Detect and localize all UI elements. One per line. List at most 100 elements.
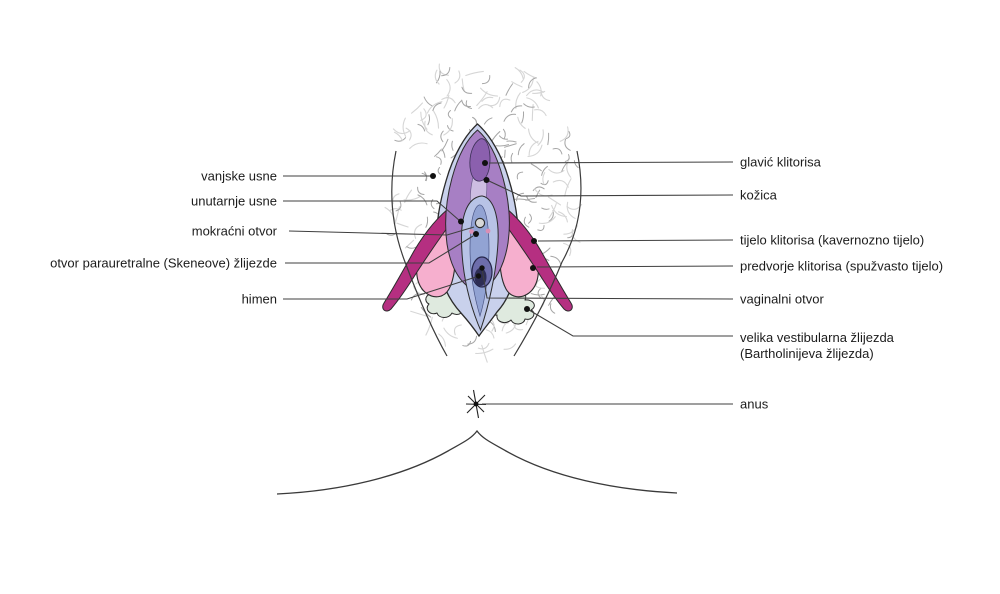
hair-stroke [528, 128, 539, 144]
leader-glavic-klitorisa [488, 161, 734, 164]
hair-stroke [417, 194, 428, 206]
hair-stroke [392, 128, 411, 135]
hair-stroke [434, 149, 442, 157]
hair-stroke [481, 96, 494, 102]
label-velika-vestibularna-line1: velika vestibularna žlijezda [740, 330, 894, 345]
hair-stroke [477, 342, 490, 350]
hair-stroke [393, 131, 403, 142]
hair-stroke [481, 75, 491, 85]
hair-stroke [441, 66, 451, 77]
hair-stroke [417, 186, 425, 196]
hair-stroke [438, 63, 449, 76]
hair-stroke [502, 128, 506, 139]
hair-stroke [528, 213, 532, 224]
hair-stroke [559, 126, 569, 142]
hair-stroke [389, 207, 402, 211]
hair-stroke [395, 201, 402, 212]
hair-stroke [402, 117, 407, 137]
hair-stroke [396, 222, 409, 228]
hair-stroke [441, 138, 449, 152]
hair-stroke [487, 96, 501, 107]
hair-stroke [505, 83, 514, 96]
hair-stroke [536, 81, 542, 97]
leader-otvor-parauretralne [285, 235, 474, 264]
label-vaginalni-otvor: vaginalni otvor [740, 291, 824, 307]
hair-stroke [558, 211, 568, 223]
hair-stroke [564, 138, 571, 151]
hair-stroke [548, 203, 557, 219]
hair-stroke [538, 216, 556, 224]
hair-stroke [384, 206, 396, 222]
hair-stroke [440, 130, 444, 143]
leader-predvorje-klitorisa [536, 265, 734, 268]
dot-vaginalni-otvor [479, 265, 485, 271]
hair-stroke [521, 111, 525, 124]
hair-stroke [552, 148, 563, 155]
hair-stroke [446, 125, 454, 132]
hair-stroke [537, 225, 545, 231]
dot-kozica [483, 177, 490, 183]
hair-stroke [510, 105, 523, 113]
dot-glavic-klitorisa [482, 160, 488, 166]
hair-stroke [535, 189, 541, 198]
skene-opening-left [469, 229, 474, 234]
hair-stroke [404, 239, 415, 249]
hair-stroke [530, 293, 545, 296]
hair-stroke [517, 143, 525, 156]
hair-stroke [405, 127, 412, 141]
hair-stroke [435, 156, 442, 165]
urethral-opening [474, 217, 486, 229]
hair-stroke [547, 196, 562, 206]
hair-stroke [533, 109, 547, 117]
hair-stroke [443, 94, 450, 109]
label-velika-vestibularna: velika vestibularna žlijezda (Bartholini… [740, 330, 894, 361]
hair-stroke [437, 166, 442, 176]
dot-tijelo-klitorisa [531, 238, 537, 244]
hair-stroke [432, 102, 442, 112]
hair-stroke [433, 110, 440, 129]
hair-stroke [563, 242, 572, 257]
hair-stroke [443, 327, 458, 339]
hair-stroke [532, 90, 546, 94]
label-kozica: kožica [740, 187, 777, 203]
hair-stroke [537, 287, 542, 299]
hair-stroke [425, 216, 429, 228]
leader-tijelo-klitorisa [537, 239, 734, 242]
hair-stroke [541, 165, 548, 176]
label-glavic-klitorisa: glavić klitorisa [740, 154, 821, 170]
contour-right [513, 150, 582, 357]
leader-lines [283, 161, 734, 405]
hair-stroke [541, 207, 550, 210]
dot-otvor-parauretralne [473, 231, 479, 237]
hair-stroke [516, 171, 524, 180]
hair-stroke [443, 118, 453, 136]
hair-stroke [441, 97, 456, 104]
label-velika-vestibularna-line2: (Bartholinijeva žlijezda) [740, 345, 874, 361]
hair-stroke [537, 129, 544, 146]
hair-stroke [527, 144, 543, 158]
hair-stroke [430, 199, 435, 210]
dot-predvorje-klitorisa [530, 265, 536, 271]
hair-stroke [499, 98, 511, 108]
hair-stroke [540, 180, 549, 186]
hair-stroke [495, 144, 510, 147]
hair-stroke [523, 70, 538, 79]
hair-stroke [409, 142, 428, 149]
hair-stroke [530, 163, 542, 172]
hair-stroke [514, 67, 524, 80]
hair-stroke [461, 78, 465, 91]
hair-stroke [498, 135, 509, 140]
hair-stroke [420, 111, 428, 130]
hair-stroke [461, 99, 471, 108]
label-anus: anus [740, 396, 769, 412]
hair-stroke [426, 101, 443, 114]
hair-stroke [434, 69, 440, 85]
hair-stroke [454, 70, 461, 84]
hair-stroke [547, 132, 550, 146]
hair-stroke [410, 102, 424, 114]
glans-shape [469, 138, 491, 182]
leader-mokracni-otvor [288, 226, 475, 236]
label-tijelo-klitorisa: tijelo klitorisa (kavernozno tijelo) [740, 232, 925, 248]
gluteal-fold-curve [276, 429, 678, 495]
